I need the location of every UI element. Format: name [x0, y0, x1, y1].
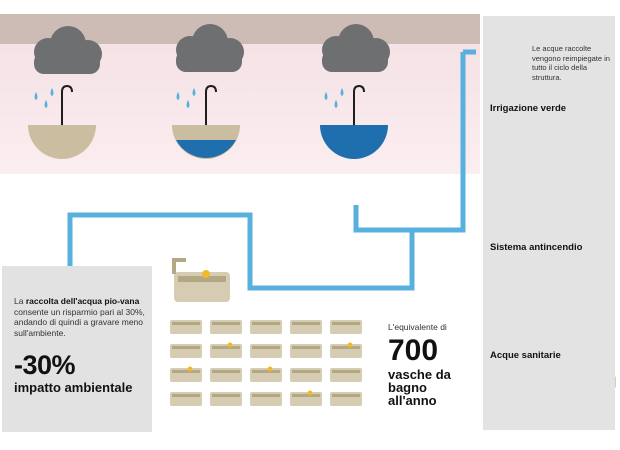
bathtub-small-icon — [210, 392, 242, 406]
umbrella-empty-icon — [28, 84, 96, 159]
reuse-note: Le acque raccolte vengono reimpiegate in… — [532, 44, 610, 82]
bathtub-small-icon — [250, 392, 282, 406]
bathtub-unit: vasche da bagno all'anno — [388, 367, 451, 408]
bathtub-small-icon — [170, 366, 202, 382]
impact-label: impatto ambientale — [14, 380, 133, 395]
bathtub-small-icon — [170, 320, 202, 334]
bathtub-small-icon — [210, 320, 242, 334]
bathtub-small-icon — [330, 392, 362, 406]
bathtub-small-icon — [330, 342, 362, 358]
heading-irrigation: Irrigazione verde — [490, 103, 567, 114]
bathtub-small-icon — [290, 390, 322, 406]
bathtub-small-icon — [210, 368, 242, 382]
heading-fire-system: Sistema antincendio — [490, 242, 583, 253]
bathtub-grid — [170, 320, 362, 406]
bathtub-small-icon — [250, 366, 282, 382]
pipe-left — [67, 212, 415, 291]
right-info-panel — [483, 16, 615, 430]
bathtub-small-icon — [290, 368, 322, 382]
bathtub-small-icon — [250, 320, 282, 334]
cloud-icon — [176, 24, 244, 72]
bathtub-large-icon — [172, 258, 230, 302]
bathtub-small-icon — [170, 344, 202, 358]
bathtub-small-icon — [170, 392, 202, 406]
raindrop-icons — [34, 88, 344, 108]
bathtub-small-icon — [330, 320, 362, 334]
heading-sanitary: Acque sanitarie — [490, 350, 561, 361]
umbrella-half-icon — [172, 84, 240, 159]
impact-percent: -30% — [14, 350, 76, 380]
equivalent-caption: L'equivalente di — [388, 322, 447, 332]
cloud-icon — [34, 26, 102, 74]
bathtub-small-icon — [250, 344, 282, 358]
cloud-icon — [322, 24, 390, 72]
bathtub-small-icon — [210, 342, 242, 358]
bathtub-count: 700 — [388, 334, 439, 367]
bathtub-small-icon — [330, 368, 362, 382]
umbrella-full-icon — [320, 84, 388, 159]
bathtub-small-icon — [290, 344, 322, 358]
bathtub-small-icon — [290, 320, 322, 334]
left-info-panel — [2, 266, 152, 432]
rain-collection-text: La raccolta dell'acqua pio-vana consente… — [14, 296, 145, 338]
